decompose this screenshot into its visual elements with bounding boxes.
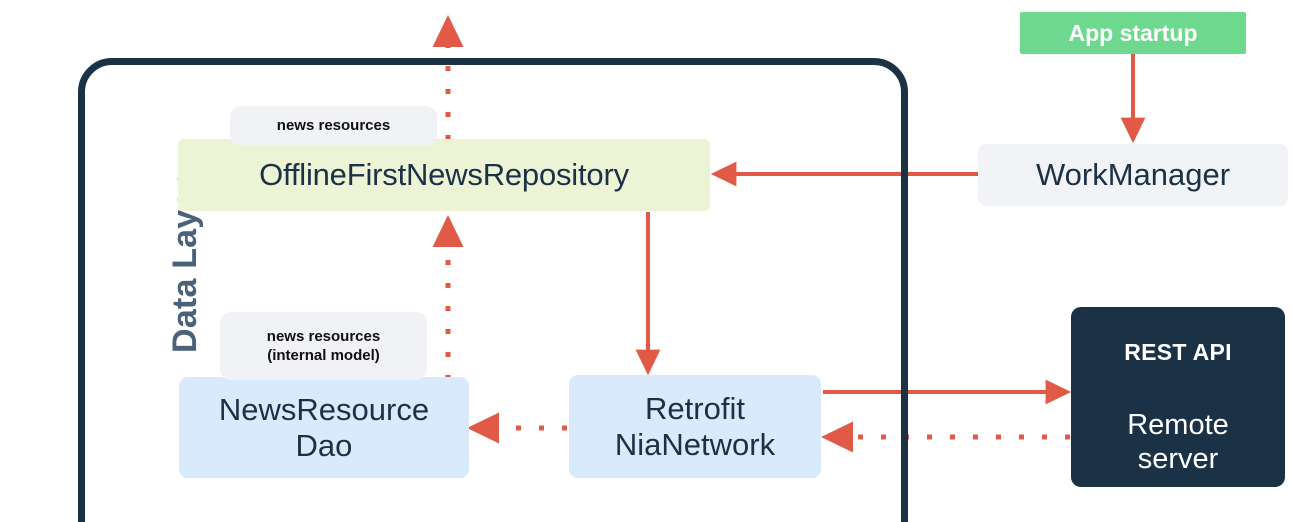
node-work-manager-label: WorkManager <box>1035 157 1231 193</box>
remote-server-label: Remote server <box>1127 409 1229 475</box>
tag-news-resources: news resources <box>230 106 437 146</box>
node-retrofit-nia-network-label: Retrofit NiaNetwork <box>614 391 776 462</box>
data-layer-container: Data Layer <box>78 58 908 522</box>
node-app-startup-label: App startup <box>1068 19 1198 46</box>
node-remote-server[interactable]: REST API Remote server <box>1071 307 1285 487</box>
tag-news-resources-internal-model: news resources (internal model) <box>220 312 427 380</box>
rest-api-label: REST API <box>1124 339 1232 365</box>
node-retrofit-nia-network[interactable]: Retrofit NiaNetwork <box>569 375 821 478</box>
node-offline-first-news-repository-label: OfflineFirstNewsRepository <box>259 157 629 193</box>
node-news-resource-dao-label: NewsResource Dao <box>218 392 430 463</box>
node-news-resource-dao[interactable]: NewsResource Dao <box>179 377 469 478</box>
node-work-manager[interactable]: WorkManager <box>978 144 1288 206</box>
node-offline-first-news-repository[interactable]: OfflineFirstNewsRepository <box>178 139 710 211</box>
node-app-startup[interactable]: App startup <box>1020 12 1246 54</box>
